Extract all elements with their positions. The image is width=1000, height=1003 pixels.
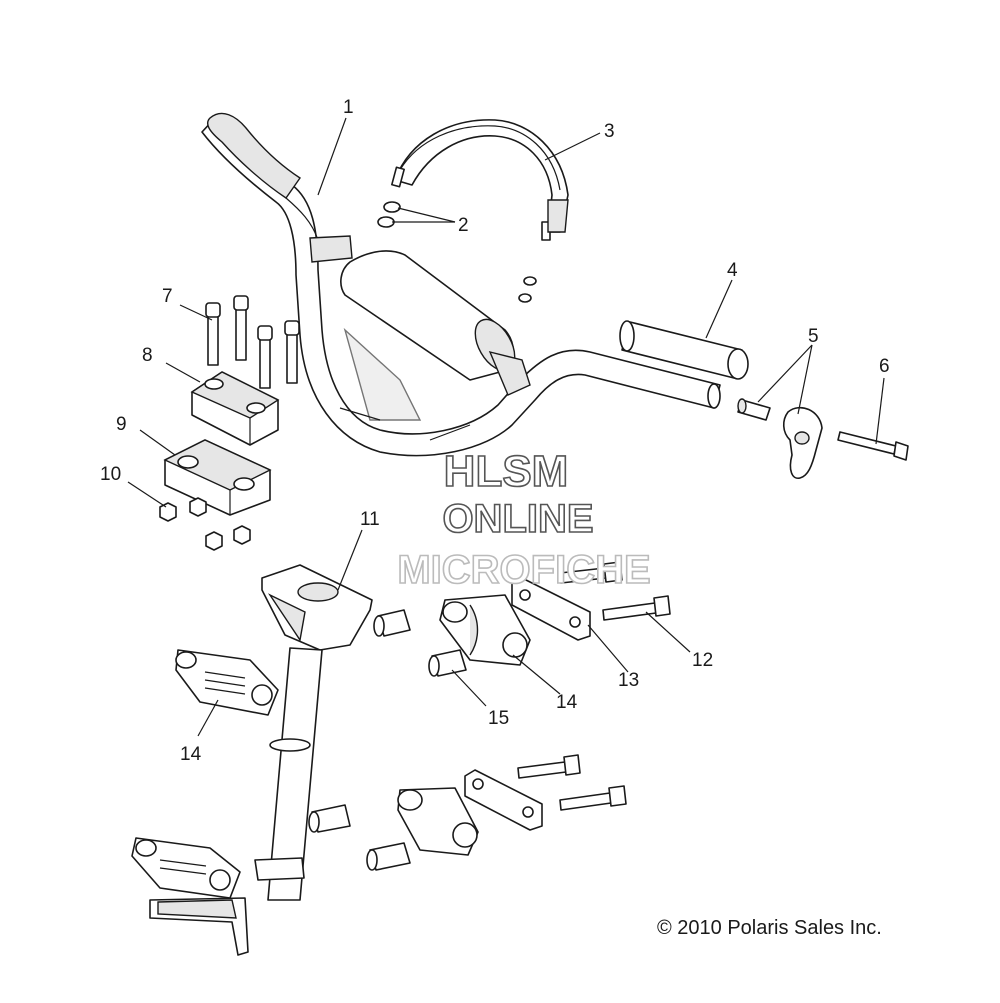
lower-clamp-assembly bbox=[397, 754, 627, 856]
watermark-line-1: HLSM bbox=[444, 447, 569, 496]
callout-9: 9 bbox=[116, 414, 127, 435]
callout-11: 11 bbox=[360, 509, 380, 530]
upper-clamp bbox=[190, 371, 280, 446]
callout-13: 13 bbox=[618, 670, 639, 691]
handlebar bbox=[201, 112, 721, 457]
watermark-line-3: MICROFICHE bbox=[397, 548, 650, 592]
long-bolt bbox=[837, 431, 909, 461]
grip bbox=[619, 320, 749, 380]
bushings-15 bbox=[308, 609, 467, 871]
callout-14-left: 14 bbox=[180, 744, 202, 765]
callout-12: 12 bbox=[692, 650, 713, 671]
bolts-7 bbox=[205, 295, 300, 389]
bracket-lower-left bbox=[131, 837, 241, 899]
callout-14-mid: 14 bbox=[556, 692, 578, 713]
bracket-14-left bbox=[175, 649, 279, 716]
callout-15: 15 bbox=[488, 708, 509, 729]
callout-10: 10 bbox=[100, 464, 121, 485]
bracket-14-mid bbox=[439, 594, 531, 666]
callout-6: 6 bbox=[879, 356, 890, 377]
handlebar-pad bbox=[340, 250, 531, 396]
leader-lines bbox=[127, 117, 885, 737]
watermark: HLSM ONLINE MICROFICHE bbox=[397, 446, 652, 593]
callout-5: 5 bbox=[808, 326, 819, 347]
watermark-line-2: ONLINE bbox=[442, 497, 593, 541]
lower-clamp bbox=[163, 439, 272, 516]
steering-post bbox=[149, 564, 373, 956]
nuts-2 bbox=[377, 201, 537, 303]
strap-13 bbox=[511, 577, 591, 641]
callout-3: 3 bbox=[604, 121, 615, 142]
nuts-10 bbox=[159, 497, 251, 551]
callout-8: 8 bbox=[142, 345, 153, 366]
arc-brace bbox=[391, 119, 569, 241]
callout-7: 7 bbox=[162, 286, 173, 307]
callout-1: 1 bbox=[343, 97, 354, 118]
callout-2: 2 bbox=[458, 215, 469, 236]
copyright-notice: © 2010 Polaris Sales Inc. bbox=[657, 917, 882, 939]
callout-4: 4 bbox=[727, 260, 738, 281]
throttle-lever bbox=[737, 398, 823, 479]
bolts-12 bbox=[559, 561, 671, 621]
callout-labels: 1 2 3 4 5 6 7 8 9 10 11 12 13 14 14 15 bbox=[100, 97, 890, 765]
